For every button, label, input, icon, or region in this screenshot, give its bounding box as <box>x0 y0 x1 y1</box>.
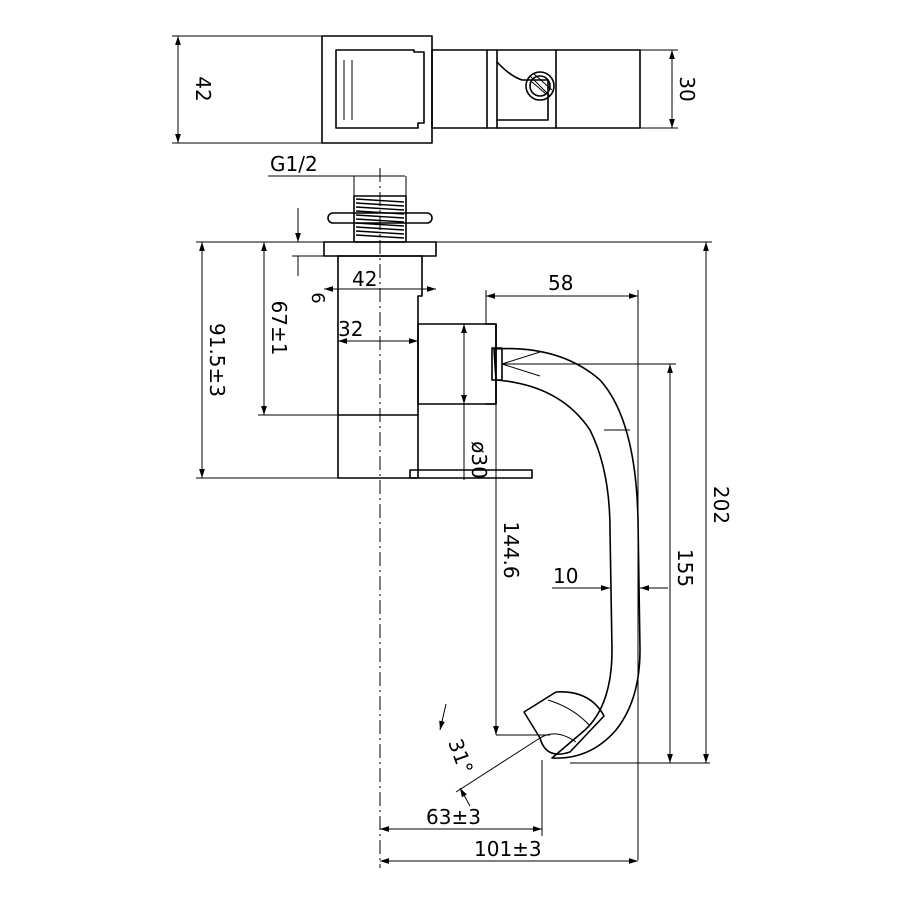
base-foot <box>409 469 533 479</box>
top-view-spout-joint <box>496 61 549 121</box>
dim-label-63: 63±3 <box>426 805 481 829</box>
aerator-lines <box>539 699 591 743</box>
spout-collar-lines <box>501 351 541 377</box>
dim-label-101: 101±3 <box>474 837 542 861</box>
lock-nut <box>327 212 433 224</box>
dim-label-915: 91.5±3 <box>205 323 229 397</box>
top-view: 42 30 <box>172 35 699 144</box>
dim-label-angle: 31° <box>443 736 478 778</box>
dim-label-42: 42 <box>191 76 215 101</box>
top-view-lever <box>431 49 641 129</box>
dim-label-dia30: ø30 <box>467 441 491 479</box>
lever-cap <box>485 323 497 405</box>
dim-label-30: 30 <box>675 76 699 101</box>
dim-label-6: 6 <box>307 292 328 303</box>
dim-label-58: 58 <box>548 271 573 295</box>
top-view-inner-recess <box>335 49 425 129</box>
angle-spray-line <box>455 737 541 793</box>
dim-label-202: 202 <box>709 486 733 524</box>
dim-label-67: 67±1 <box>267 301 291 356</box>
aerator-head <box>523 691 605 755</box>
dim-label-1446: 144.6 <box>499 521 523 578</box>
angle-arrow-top <box>439 703 447 731</box>
top-view-aerator-inner <box>529 75 551 97</box>
top-view-aerator-outer <box>525 71 555 101</box>
dim-label-10: 10 <box>553 564 578 588</box>
top-view-aerator-hatch <box>529 73 553 97</box>
lever-block <box>417 323 497 405</box>
spout <box>493 347 641 759</box>
side-view: G1/2 6 42 <box>196 152 733 868</box>
dim-label-155: 155 <box>673 549 697 587</box>
angle-arrow-bottom <box>459 787 471 807</box>
thread-label: G1/2 <box>270 152 318 176</box>
dim-label-32: 32 <box>338 317 363 341</box>
dim-label-42-base: 42 <box>352 267 377 291</box>
top-view-recess-lines <box>343 60 353 120</box>
